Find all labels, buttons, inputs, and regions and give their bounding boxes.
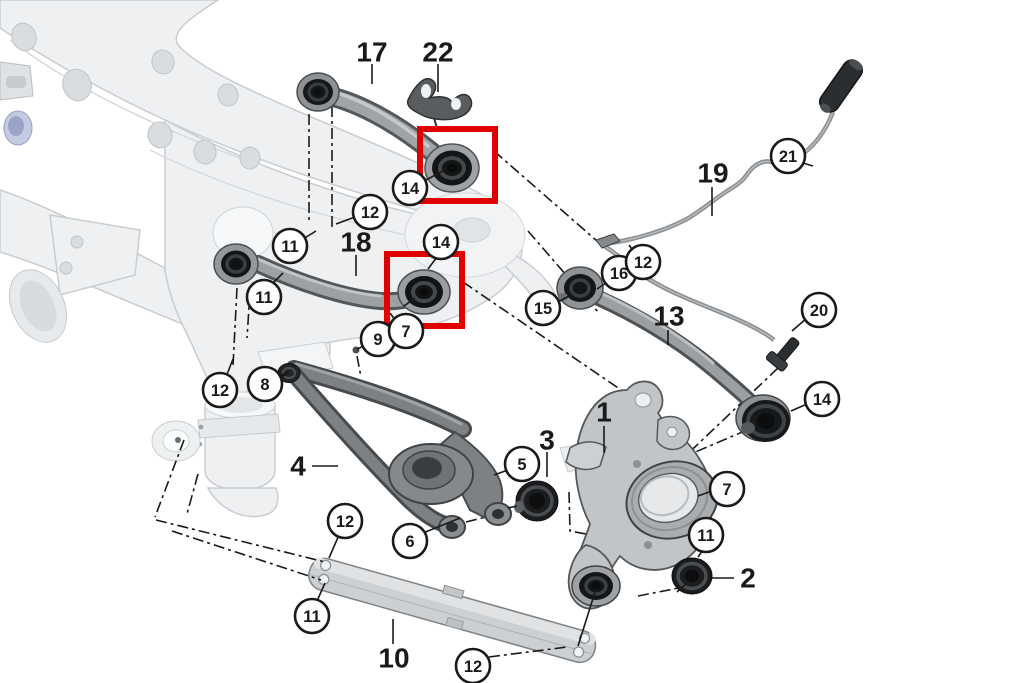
highlight-box-upper-arm-bushing bbox=[417, 126, 498, 204]
svg-text:12: 12 bbox=[211, 382, 229, 400]
callout-20: 20 bbox=[800, 291, 838, 329]
svg-text:11: 11 bbox=[281, 238, 298, 256]
leader-lines bbox=[225, 64, 814, 644]
bracket-22 bbox=[406, 78, 473, 129]
highlight-box-guide-arm-bushing bbox=[384, 251, 465, 329]
part-label-4: 4 bbox=[290, 451, 306, 482]
bushing-3 bbox=[507, 480, 559, 522]
part-label-3: 3 bbox=[539, 425, 555, 456]
svg-text:20: 20 bbox=[810, 302, 828, 320]
callout-8: 8 bbox=[246, 365, 284, 403]
callout-12: 12 bbox=[624, 243, 662, 281]
callout-7: 7 bbox=[708, 470, 746, 508]
svg-text:8: 8 bbox=[260, 376, 269, 394]
callout-12: 12 bbox=[351, 193, 389, 231]
callout-14: 14 bbox=[422, 223, 460, 261]
svg-text:5: 5 bbox=[517, 456, 526, 474]
callout-6: 6 bbox=[391, 522, 429, 560]
upper-arm-17 bbox=[296, 72, 480, 193]
track-rod-13 bbox=[556, 266, 791, 442]
svg-text:11: 11 bbox=[697, 527, 714, 545]
callout-11: 11 bbox=[687, 516, 725, 554]
part-label-17: 17 bbox=[356, 37, 387, 68]
callout-5: 5 bbox=[503, 445, 541, 483]
part-label-1: 1 bbox=[596, 397, 612, 428]
assembly-dash-lines bbox=[154, 92, 779, 658]
trailing-arm-10 bbox=[308, 557, 597, 664]
wheel-carrier-1 bbox=[565, 380, 719, 647]
callout-14: 14 bbox=[391, 169, 429, 207]
callout-12: 12 bbox=[326, 502, 364, 540]
part-label-2: 2 bbox=[740, 563, 756, 594]
svg-text:14: 14 bbox=[401, 180, 420, 198]
sensor-21-head bbox=[818, 59, 864, 113]
part-label-18: 18 bbox=[340, 227, 371, 258]
svg-text:11: 11 bbox=[255, 289, 272, 307]
part-label-19: 19 bbox=[697, 158, 728, 189]
svg-text:11: 11 bbox=[303, 608, 320, 626]
callout-11: 11 bbox=[293, 597, 331, 635]
bushing-2 bbox=[671, 557, 713, 595]
callout-15: 15 bbox=[524, 289, 562, 327]
svg-text:7: 7 bbox=[722, 481, 731, 499]
svg-text:12: 12 bbox=[336, 513, 354, 531]
svg-text:21: 21 bbox=[779, 148, 797, 166]
highlight-boxes bbox=[384, 126, 498, 329]
svg-text:14: 14 bbox=[432, 234, 451, 252]
subframe bbox=[0, 0, 607, 518]
svg-text:6: 6 bbox=[405, 533, 414, 551]
callout-7: 7 bbox=[387, 312, 425, 350]
svg-text:16: 16 bbox=[610, 265, 628, 283]
part-label-10: 10 bbox=[378, 643, 409, 674]
svg-text:15: 15 bbox=[534, 300, 552, 318]
guide-arm-18 bbox=[213, 243, 451, 315]
callout-12: 12 bbox=[454, 647, 492, 683]
svg-text:7: 7 bbox=[401, 323, 410, 341]
svg-text:12: 12 bbox=[361, 204, 379, 222]
callout-12: 12 bbox=[201, 371, 239, 409]
svg-text:12: 12 bbox=[634, 254, 652, 272]
part-label-13: 13 bbox=[653, 301, 684, 332]
svg-text:12: 12 bbox=[464, 658, 482, 676]
svg-text:9: 9 bbox=[373, 331, 382, 349]
callout-11: 11 bbox=[245, 278, 283, 316]
svg-text:14: 14 bbox=[813, 391, 832, 409]
part-label-22: 22 bbox=[422, 37, 453, 68]
sensor-20-tip bbox=[765, 337, 800, 372]
callout-11: 11 bbox=[271, 227, 309, 265]
callout-14: 14 bbox=[803, 380, 841, 418]
callout-21: 21 bbox=[769, 137, 807, 175]
lower-arm-4 bbox=[277, 360, 512, 539]
